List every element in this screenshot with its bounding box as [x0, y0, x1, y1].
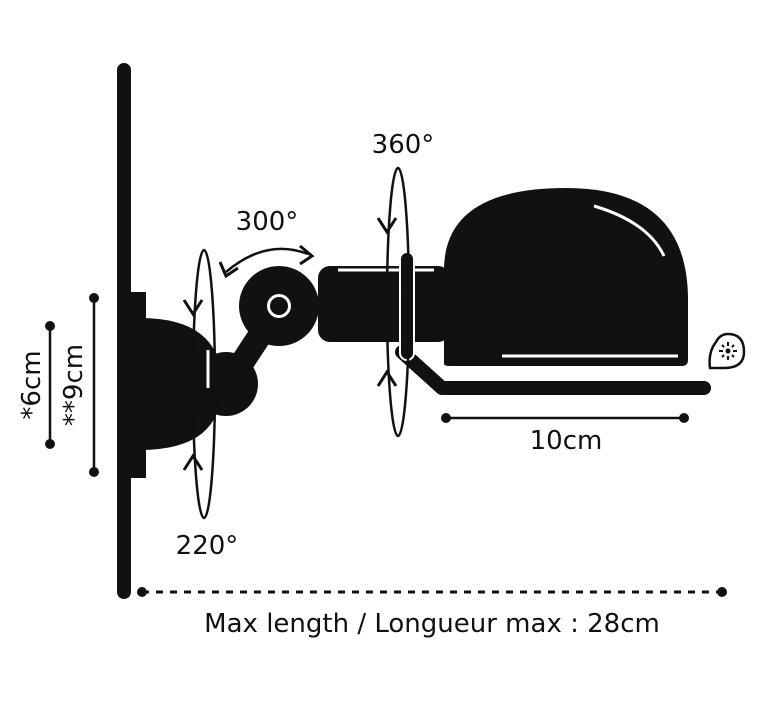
dim-9cm-dot-top: [89, 293, 99, 303]
upper-joint-hub: [270, 297, 288, 315]
max-length-dot-left: [137, 587, 147, 597]
upper-arm: [318, 266, 450, 342]
bulb-drop-icon: [708, 332, 746, 370]
shade-highlight-arc: [593, 204, 666, 257]
dim-6cm-dot-bottom: [45, 439, 55, 449]
dim-9cm-label: **9cm: [59, 344, 89, 426]
rotation-300-arrow-left: [218, 261, 239, 279]
lamp-shade: [444, 188, 688, 366]
rotation-300-arc: [225, 247, 309, 273]
dim-10cm-dot-left: [441, 413, 451, 423]
rotation-360-arrow-top: [376, 217, 398, 235]
dim-10cm-dot-right: [679, 413, 689, 423]
rotation-220-ellipse: [191, 248, 217, 520]
rotation-220-label: 220°: [176, 531, 239, 561]
swivel-pin: [399, 251, 415, 361]
rotation-360-arrow-bottom: [376, 369, 398, 387]
dim-9cm-dot-bottom: [89, 467, 99, 477]
rotation-220-arrow-top: [182, 299, 204, 317]
max-length-dot-right: [717, 587, 727, 597]
dim-10cm-label: 10cm: [530, 426, 603, 456]
dim-6cm-label: *6cm: [17, 350, 47, 419]
rotation-300-arrow-right: [299, 244, 315, 266]
rotation-300-label: 300°: [236, 207, 299, 237]
max-length-label: Max length / Longueur max : 28cm: [204, 609, 660, 639]
base-dome: [140, 318, 222, 450]
rotation-360-ellipse: [385, 166, 411, 438]
handle-arm: [395, 345, 711, 395]
rotation-360-label: 360°: [372, 130, 435, 160]
rotation-220-arrow-bottom: [182, 453, 204, 471]
dim-6cm-dot-top: [45, 321, 55, 331]
